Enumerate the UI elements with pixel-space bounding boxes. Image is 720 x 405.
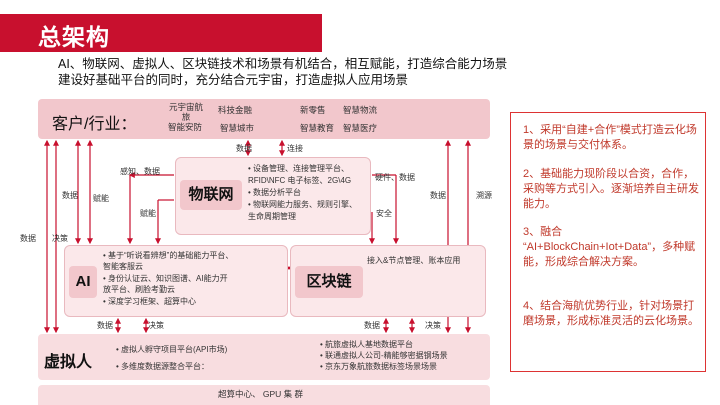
ai-line: • 深度学习框架、超算中心 [103,297,197,306]
flow-label-decision-chain: 决策 [425,321,441,330]
blockchain-line: 接入&节点管理、账本应用 [367,256,461,265]
ai-panel: AI • 基于“听说看辨想”的基础能力平台、 智能客服云 • 身份认证云、知识图… [64,245,288,317]
infrastructure-text: 超算中心、 GPU 集 群 [218,389,304,399]
flow-label-decision-ai: 决策 [148,321,164,330]
ai-line: • 身份认证云、知识图谱、AI能力开 [103,274,228,283]
iot-line: • 物联网能力服务、规则引擎、 [248,200,358,209]
virtual-line: • 航旅虚拟人基地数据平台 [320,340,414,349]
ai-core-label: AI [69,266,97,298]
flow-label-data-left: 数据 [62,191,78,200]
blockchain-core-label: 区块链 [295,266,363,298]
flow-label-sense: 感知、数据 [120,167,160,176]
virtual-human-label: 虚拟人 [44,354,93,371]
blockchain-panel: 区块链 接入&节点管理、账本应用 [290,245,486,317]
flow-label-data-ai: 数据 [97,321,113,330]
virtual-line: • 联通虚拟人公司-精能够密据钢场景 [320,351,448,360]
title-banner-notch [0,14,24,52]
flow-label-empower-mid: 赋能 [140,209,156,218]
customer-label: 客户/行业： [52,116,137,133]
flow-label-connect: 连接 [287,144,303,153]
customer-item: 智慧教育 [300,123,335,133]
infrastructure-band: 超算中心、 GPU 集 群 [38,385,490,405]
side-notes-box: 1、采用“自建+合作”模式打造云化场景的场景与交付体系。 2、基础能力现阶段以合… [510,112,706,372]
flow-label-hardware: 硬件、数据 [375,173,415,182]
flow-label-data: 数据 [236,144,252,153]
iot-panel: 物联网 • 设备管理、连接管理平台、 RFID\NFC 电子标签、2G\4G •… [175,157,371,235]
page-title: 总架构 [38,24,110,50]
customer-item: 科技金融 [218,105,253,115]
ai-line: • 基于“听说看辨想”的基础能力平台、 [103,251,234,260]
customer-item: 智慧物流 [343,105,378,115]
ai-line: 放平台、刷脸考勤云 [103,285,175,294]
title-banner [0,14,322,52]
flow-label-data-right: 数据 [430,191,446,200]
iot-line: • 数据分析平台 [248,188,302,197]
customer-item: 智能安防 [168,122,203,132]
intro-text: AI、物联网、虚拟人、区块链技术和场景有机结合，相互赋能，打造综合能力场景 建设… [58,56,618,88]
flow-label-data-chain: 数据 [364,321,380,330]
intro-line-2: 建设好基础平台的同时，充分结合元宇宙，打造虚拟人应用场景 [58,73,409,87]
customer-item: 智慧医疗 [343,123,378,133]
iot-line: • 设备管理、连接管理平台、 [248,164,350,173]
side-note: 3、融合 “AI+BlockChain+Iot+Data”，多种赋能，形成综合解… [523,226,696,268]
customer-item: 新零售 [300,105,326,115]
virtual-line: • 多维度数据源整合平台： [116,362,210,371]
flow-label-decision-far: 决策 [52,234,68,243]
iot-line: RFID\NFC 电子标签、2G\4G [248,176,352,185]
flow-label-empower-left: 赋能 [93,194,109,203]
side-note: 1、采用“自建+合作”模式打造云化场景的场景与交付体系。 [523,124,697,151]
virtual-human-band: 虚拟人 • 虚拟人孵守项目平台(API市场) • 多维度数据源整合平台： • 航… [38,334,490,380]
side-note: 4、结合海航优势行业，针对场景打磨场景，形成标准灵活的云化场景。 [523,300,699,327]
intro-line-1: AI、物联网、虚拟人、区块链技术和场景有机结合，相互赋能，打造综合能力场景 [58,57,508,71]
customer-industry-band: 客户/行业： 元宇宙航旅 科技金融 新零售 智慧物流 智能安防 智慧城市 智慧教… [38,99,490,139]
customer-item: 智慧城市 [220,123,255,133]
flow-label-trace: 溯源 [476,191,492,200]
flow-label-security: 安全 [376,209,392,218]
side-note: 2、基础能力现阶段以合资，合作，采购等方式引入。逐渐培养自主研发能力。 [523,168,699,210]
iot-core-label: 物联网 [180,180,242,210]
virtual-line: • 京东万象航旅数据标签场景场景 [320,362,438,371]
iot-line: 生命周期管理 [248,212,296,221]
ai-line: 智能客服云 [103,262,143,271]
customer-item: 元宇宙航旅 [168,102,203,122]
virtual-line: • 虚拟人孵守项目平台(API市场) [116,345,228,354]
flow-label-data-far: 数据 [20,234,36,243]
